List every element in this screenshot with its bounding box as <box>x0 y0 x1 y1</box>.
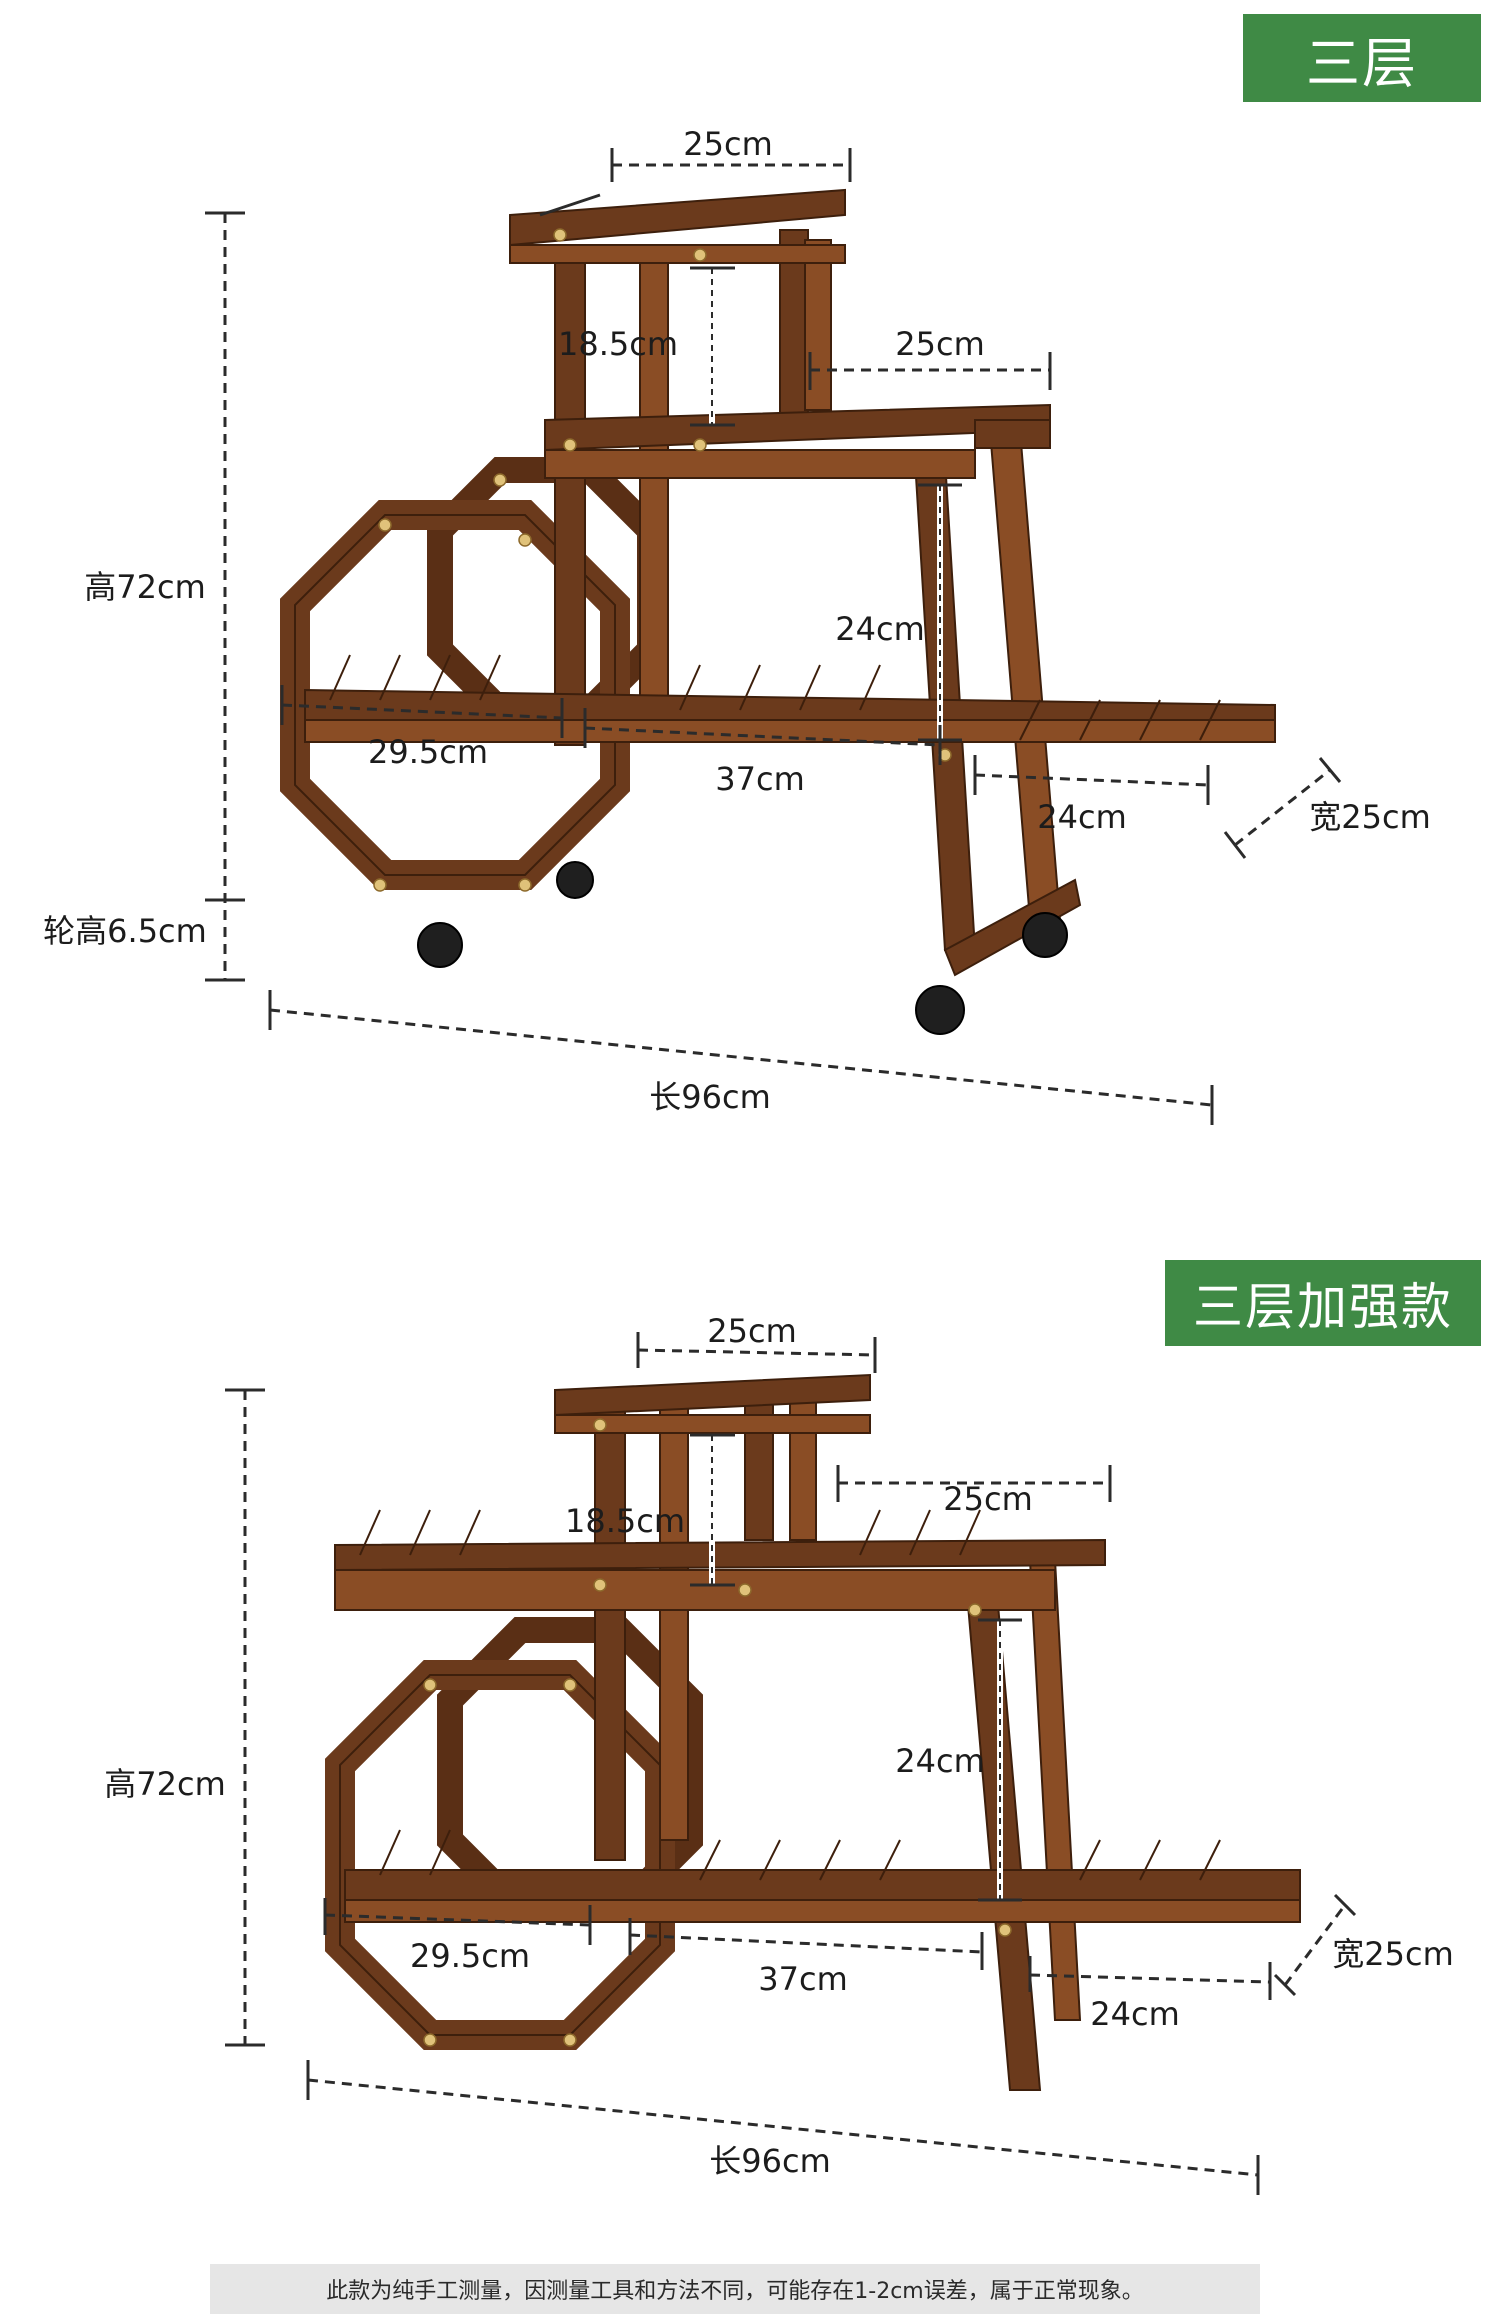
tag-three-tier: 三层 <box>1243 14 1481 102</box>
shelf-bottom <box>304 654 1276 743</box>
label-mid-width: 25cm <box>895 325 984 363</box>
label-b-mid-height: 24cm <box>895 1742 984 1780</box>
shelf-drawing-b: 25cm 18.5cm 25cm 24cm 高72cm 29.5cm 37cm … <box>104 1312 1454 2195</box>
label-length: 长96cm <box>649 1078 771 1116</box>
shelf-middle <box>544 403 1051 479</box>
diagram-three-tier-reinforced: 三层加强款 <box>0 1240 1500 2260</box>
label-b-mid-width: 25cm <box>943 1480 1032 1518</box>
diagram-three-tier: 三层 <box>43 14 1481 1125</box>
label-depth: 宽25cm <box>1309 798 1431 836</box>
label-b-length: 长96cm <box>709 2142 831 2180</box>
screws <box>373 228 952 892</box>
label-seg-left: 29.5cm <box>368 733 488 771</box>
shelf-top <box>509 188 846 264</box>
shelf-drawing-a: 25cm 18.5cm 25cm 24cm 高72cm 轮高6.5cm 29.5… <box>43 125 1431 1125</box>
label-seg-right: 24cm <box>1037 798 1126 836</box>
label-b-depth: 宽25cm <box>1332 1935 1454 1973</box>
label-top-height: 18.5cm <box>558 325 678 363</box>
tag-three-tier-reinforced: 三层加强款 <box>1165 1260 1481 1346</box>
label-b-top-width: 25cm <box>707 1312 796 1350</box>
label-wheel-height: 轮高6.5cm <box>43 912 207 950</box>
label-top-width: 25cm <box>683 125 772 163</box>
label-b-seg-right: 24cm <box>1090 1995 1179 2033</box>
label-b-top-height: 18.5cm <box>565 1502 685 1540</box>
label-mid-height: 24cm <box>835 610 924 648</box>
label-b-seg-mid: 37cm <box>758 1960 847 1998</box>
measurement-note: 此款为纯手工测量，因测量工具和方法不同，可能存在1-2cm误差，属于正常现象。 <box>210 2264 1260 2314</box>
label-b-total-height: 高72cm <box>104 1765 226 1803</box>
label-total-height: 高72cm <box>84 568 206 606</box>
wheels <box>417 861 1068 1035</box>
label-b-seg-left: 29.5cm <box>410 1937 530 1975</box>
label-seg-mid: 37cm <box>715 760 804 798</box>
